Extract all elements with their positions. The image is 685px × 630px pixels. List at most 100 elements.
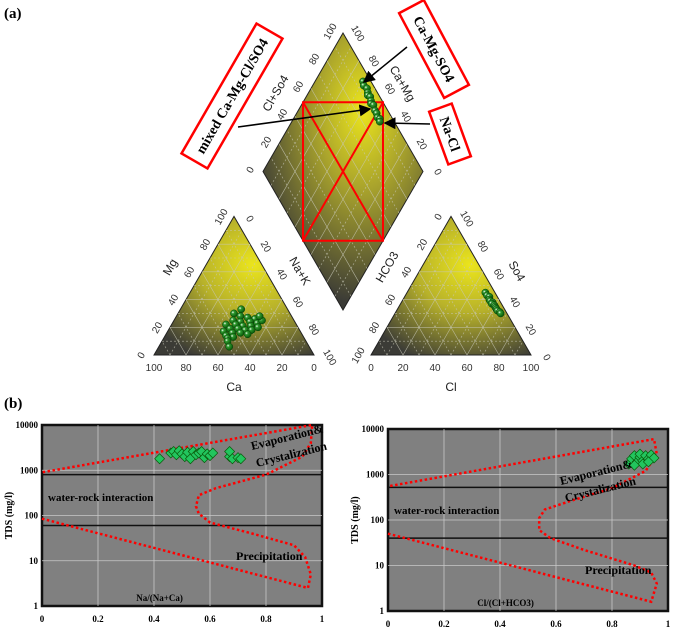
zone-label-precipitation: Precipitation: [585, 563, 652, 577]
axis-title-cl-so4: Cl+So4: [260, 72, 292, 114]
left-tick-label: 100: [213, 207, 231, 227]
upper-left-tick-label: 60: [291, 79, 306, 95]
x-tick-label: 0: [386, 619, 391, 629]
upper-left-tick-label: 100: [322, 21, 340, 41]
data-point: [154, 453, 166, 465]
grid-line: [378, 340, 388, 356]
bottom-tick-label: 20: [276, 363, 288, 374]
upper-right-tick-label: 0: [431, 167, 444, 178]
callout-na-cl: Na-Cl: [427, 101, 473, 167]
x-tick-label: 1: [666, 619, 671, 629]
right-tick-label: 20: [258, 239, 273, 255]
y-axis-label: TDS (mg/l): [350, 496, 361, 544]
right-tick-label: 20: [523, 322, 538, 338]
grid-line: [426, 257, 484, 356]
left-tick-label: 40: [166, 292, 181, 308]
upper-right-tick-label: 80: [366, 54, 381, 70]
bottom-tick-label: 80: [493, 363, 505, 374]
grid-line: [169, 230, 243, 356]
zone-label-water-rock: water-rock interaction: [48, 492, 153, 504]
grid-line: [286, 129, 368, 269]
data-point: [235, 453, 247, 465]
y-tick-label: 1: [380, 606, 385, 616]
grid-line: [177, 313, 203, 356]
grid-line: [418, 257, 476, 356]
callout-na-cl-box: [427, 101, 473, 167]
axis-title-right: Na+K: [286, 254, 313, 287]
grid-line: [217, 243, 283, 356]
x-tick-label: 0.6: [204, 614, 216, 624]
data-point: [225, 342, 234, 351]
right-tick-label: 0: [540, 353, 553, 364]
x-tick-label: 0.6: [550, 619, 562, 629]
x-axis-label: Na/(Na+Ca): [136, 593, 183, 603]
right-tick-label: 0: [243, 214, 256, 225]
grid-line: [402, 299, 436, 356]
grid-line: [297, 340, 307, 356]
callout-ca-mg-so4-box: [397, 0, 471, 100]
zone-label-precipitation: Precipitation: [236, 549, 303, 563]
data-point: [237, 305, 246, 314]
left-tick-label: 100: [350, 345, 368, 365]
right-tick-label: 100: [457, 209, 475, 229]
grid-line: [334, 157, 416, 297]
axis-title-right: So4: [505, 258, 528, 284]
grid-line: [185, 299, 219, 356]
bottom-tick-label: 60: [461, 363, 473, 374]
facies-diagonal: [302, 101, 384, 242]
data-point: [236, 328, 245, 337]
grid-line: [386, 327, 404, 356]
right-tick-label: 80: [306, 322, 321, 338]
grid-line: [265, 313, 291, 356]
data-point: [496, 309, 505, 318]
grid-line: [201, 271, 251, 356]
x-tick-label: 0: [40, 614, 45, 624]
axis-title-left: HCO3: [373, 249, 402, 285]
bottom-tick-label: 80: [180, 363, 192, 374]
y-tick-label: 10000: [16, 420, 39, 430]
y-tick-label: 10: [375, 561, 385, 571]
grid-line: [386, 230, 460, 356]
left-tick-label: 60: [383, 292, 398, 308]
data-point: [628, 459, 640, 471]
callout-mixed-text: mixed Ca-Mg-Cl/SO4: [194, 36, 272, 156]
upper-right-tick-label: 60: [382, 82, 397, 98]
upper-left-tick-label: 0: [245, 165, 258, 176]
grid-line: [161, 340, 171, 356]
left-tick-label: 0: [433, 212, 446, 223]
grid-line: [418, 271, 468, 356]
upper-left-tick-label: 20: [259, 135, 274, 151]
x-axis-label: Cl/(Cl+HCO3): [477, 598, 534, 608]
right-tick-label: 60: [290, 295, 305, 311]
axis-title-bottom: Ca: [226, 380, 242, 394]
y-tick-label: 100: [25, 511, 39, 521]
y-tick-label: 100: [371, 515, 385, 525]
data-point: [207, 447, 219, 459]
grid-line: [209, 257, 267, 356]
arrow-mixed: [237, 104, 372, 128]
x-tick-label: 1: [320, 614, 325, 624]
bottom-tick-label: 100: [523, 363, 540, 374]
y-tick-label: 1: [34, 601, 39, 611]
data-point: [230, 309, 238, 318]
grid-line: [434, 243, 500, 356]
left-tick-label: 80: [198, 237, 213, 253]
x-tick-label: 0.4: [494, 619, 506, 629]
callout-mixed-box: [179, 21, 285, 171]
axis-title-bottom: Cl: [445, 380, 456, 394]
panel-label-a: (a): [4, 6, 22, 22]
left-tick-label: 60: [182, 265, 197, 281]
right-tick-label: 80: [475, 239, 490, 255]
x-tick-label: 0.4: [148, 614, 160, 624]
left-tick-label: 0: [136, 350, 149, 361]
bottom-tick-label: 0: [311, 363, 317, 374]
data-point: [255, 312, 264, 321]
x-tick-label: 0.8: [606, 619, 618, 629]
y-tick-label: 10: [29, 556, 39, 566]
grid-line: [334, 46, 416, 186]
panel-label-b: (b): [4, 396, 22, 412]
grid-line: [281, 327, 299, 356]
grid-line: [498, 327, 516, 356]
upper-left-tick-label: 80: [307, 52, 322, 68]
